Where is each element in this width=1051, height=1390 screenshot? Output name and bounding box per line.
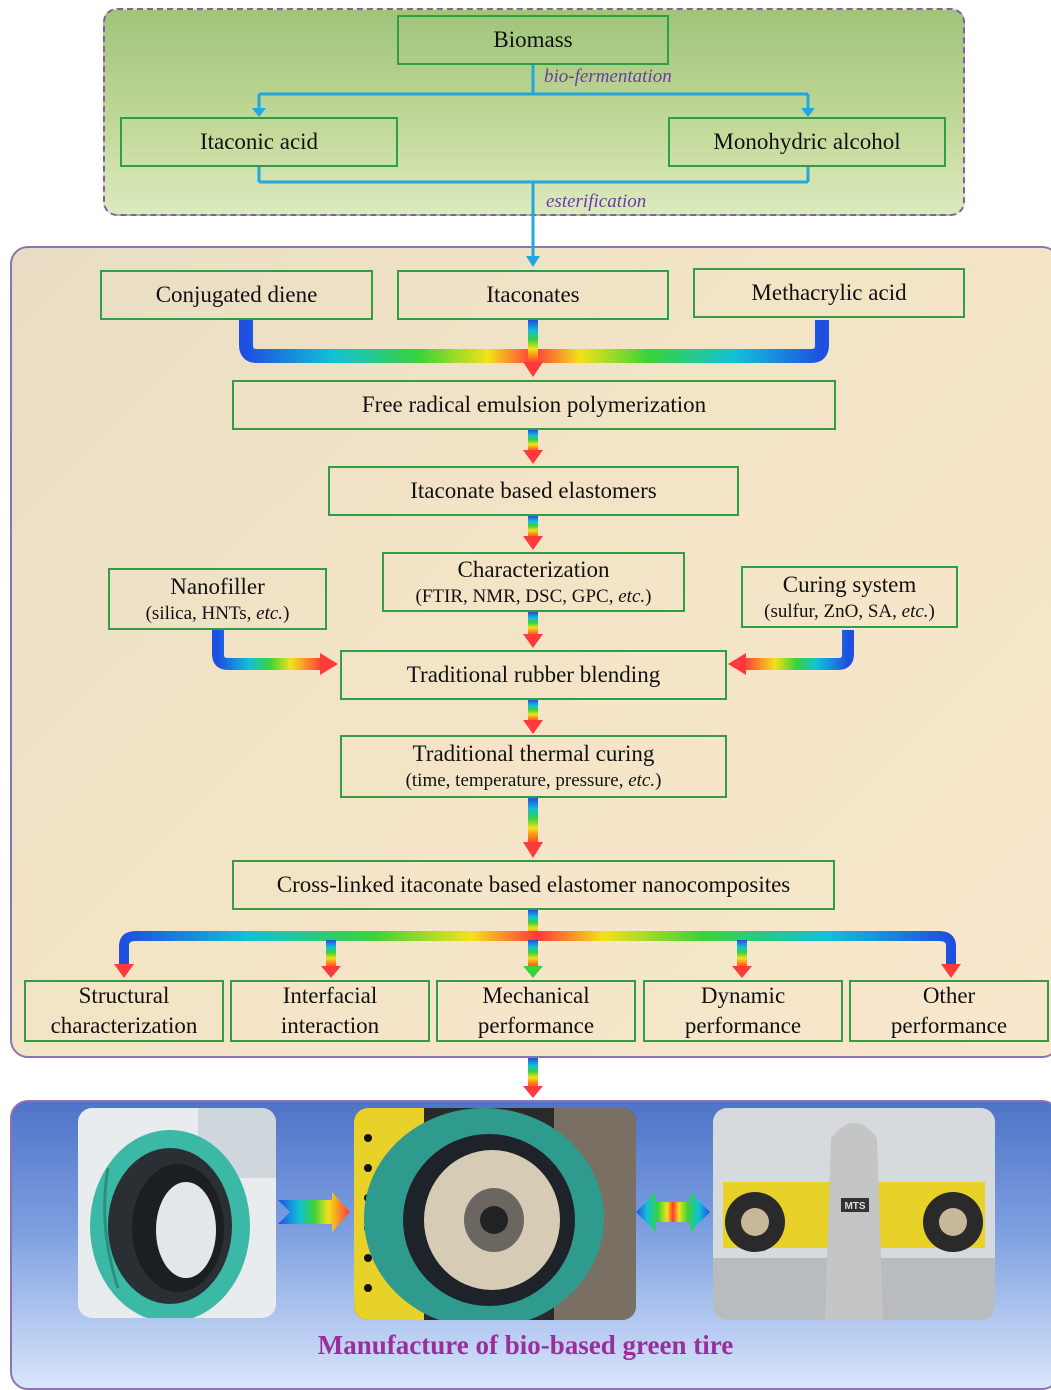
manufacture-caption: Manufacture of bio-based green tire bbox=[317, 1330, 734, 1360]
mts-machine-photo: MTS bbox=[713, 1108, 995, 1320]
itaconates-box: Itaconates bbox=[397, 270, 669, 320]
nanofiller-box: Nanofiller (silica, HNTs, etc.) bbox=[108, 568, 327, 630]
characterization-close: ) bbox=[645, 585, 652, 607]
characterization-title: Characterization bbox=[457, 556, 610, 582]
polymerization-box: Free radical emulsion polymerization bbox=[232, 380, 836, 430]
photo-transition-arrow bbox=[278, 1192, 350, 1232]
curing-system-etc: etc. bbox=[901, 600, 929, 622]
methacrylic-acid-label: Methacrylic acid bbox=[751, 279, 907, 305]
curing-system-detail: (sulfur, ZnO, SA, etc.) bbox=[764, 600, 935, 624]
output-dynamic-line1: Dynamic bbox=[700, 983, 786, 1009]
nanofiller-title: Nanofiller bbox=[170, 573, 265, 599]
esterification-label: esterification bbox=[546, 191, 647, 212]
nanofiller-detail: (silica, HNTs, etc.) bbox=[146, 602, 290, 626]
curing-system-title: Curing system bbox=[782, 571, 917, 597]
nanofiller-etc: etc. bbox=[256, 602, 284, 624]
output-interfacial-line2: interaction bbox=[280, 1013, 380, 1038]
monomer-merge-arrow bbox=[239, 320, 829, 377]
conjugated-diene-label: Conjugated diene bbox=[155, 281, 318, 307]
conjugated-diene-box: Conjugated diene bbox=[100, 270, 373, 320]
characterization-detail-text: (FTIR, NMR, DSC, GPC, bbox=[415, 585, 619, 607]
green-tire-illustration bbox=[90, 1108, 276, 1318]
curing-system-close: ) bbox=[928, 600, 935, 622]
output-other-line1: Other bbox=[922, 983, 976, 1009]
monohydric-alcohol-label: Monohydric alcohol bbox=[713, 128, 901, 154]
curing-system-box: Curing system (sulfur, ZnO, SA, etc.) bbox=[741, 566, 958, 628]
manufacture-arrow bbox=[523, 1058, 543, 1098]
thermal-curing-box: Traditional thermal curing (time, temper… bbox=[340, 735, 727, 798]
curing-system-arrow bbox=[728, 630, 854, 675]
thermal-curing-detail: (time, temperature, pressure, etc.) bbox=[406, 769, 662, 793]
output-mechanical-line1: Mechanical bbox=[482, 983, 590, 1009]
polymerization-label: Free radical emulsion polymerization bbox=[361, 391, 707, 417]
elastomers-label: Itaconate based elastomers bbox=[410, 477, 657, 503]
thermal-curing-etc: etc. bbox=[628, 770, 656, 791]
output-mechanical-line2: performance bbox=[477, 1013, 595, 1038]
elastomers-box: Itaconate based elastomers bbox=[328, 466, 739, 516]
output-dynamic-line2: performance bbox=[684, 1013, 802, 1038]
mts-machine-illustration: MTS bbox=[713, 1123, 995, 1320]
biomass-label: Biomass bbox=[493, 26, 573, 52]
bio-fermentation-label: bio-fermentation bbox=[544, 66, 672, 87]
vertical-flow-arrows bbox=[523, 430, 543, 858]
itaconates-label: Itaconates bbox=[486, 281, 580, 307]
biomass-box: Biomass bbox=[397, 15, 669, 65]
output-interfacial-line1: Interfacial bbox=[282, 983, 378, 1009]
itaconic-acid-box: Itaconic acid bbox=[120, 117, 398, 167]
photo-double-arrow bbox=[636, 1192, 710, 1232]
tire-testing-illustration bbox=[354, 1108, 636, 1320]
output-structural-line1: Structural bbox=[78, 983, 170, 1009]
mts-label: MTS bbox=[844, 1201, 865, 1212]
blending-label: Traditional rubber blending bbox=[406, 661, 661, 687]
nanofiller-close: ) bbox=[283, 602, 290, 624]
output-structural-line2: characterization bbox=[50, 1013, 198, 1038]
characterization-box: Characterization (FTIR, NMR, DSC, GPC, e… bbox=[382, 552, 685, 612]
output-box-structural: Structural characterization bbox=[24, 980, 224, 1042]
nanofiller-detail-text: (silica, HNTs, bbox=[145, 602, 257, 624]
nanocomposites-label: Cross-linked itaconate based elastomer n… bbox=[276, 871, 791, 897]
output-other-line2: performance bbox=[890, 1013, 1008, 1038]
output-box-mechanical: Mechanical performance bbox=[436, 980, 636, 1042]
thermal-curing-detail-text: (time, temperature, pressure, bbox=[405, 770, 629, 791]
nanofiller-arrow bbox=[212, 630, 338, 675]
esterification-connector bbox=[257, 166, 810, 258]
nanocomposites-box: Cross-linked itaconate based elastomer n… bbox=[232, 860, 835, 910]
blending-box: Traditional rubber blending bbox=[340, 650, 727, 700]
characterization-etc: etc. bbox=[618, 585, 646, 607]
curing-system-detail-text: (sulfur, ZnO, SA, bbox=[764, 600, 902, 622]
output-box-dynamic: Dynamic performance bbox=[643, 980, 843, 1042]
thermal-curing-close: ) bbox=[655, 770, 662, 791]
fermentation-connector bbox=[257, 65, 810, 110]
output-branch-arrow bbox=[114, 910, 961, 978]
green-tire-photo bbox=[78, 1108, 276, 1318]
itaconic-acid-label: Itaconic acid bbox=[199, 128, 319, 154]
tire-testing-photo bbox=[354, 1108, 636, 1320]
output-box-interfacial: Interfacial interaction bbox=[230, 980, 430, 1042]
methacrylic-acid-box: Methacrylic acid bbox=[693, 268, 965, 318]
characterization-detail: (FTIR, NMR, DSC, GPC, etc.) bbox=[416, 585, 652, 609]
thermal-curing-title: Traditional thermal curing bbox=[412, 741, 655, 767]
monohydric-alcohol-box: Monohydric alcohol bbox=[668, 117, 946, 167]
output-box-other: Other performance bbox=[849, 980, 1049, 1042]
